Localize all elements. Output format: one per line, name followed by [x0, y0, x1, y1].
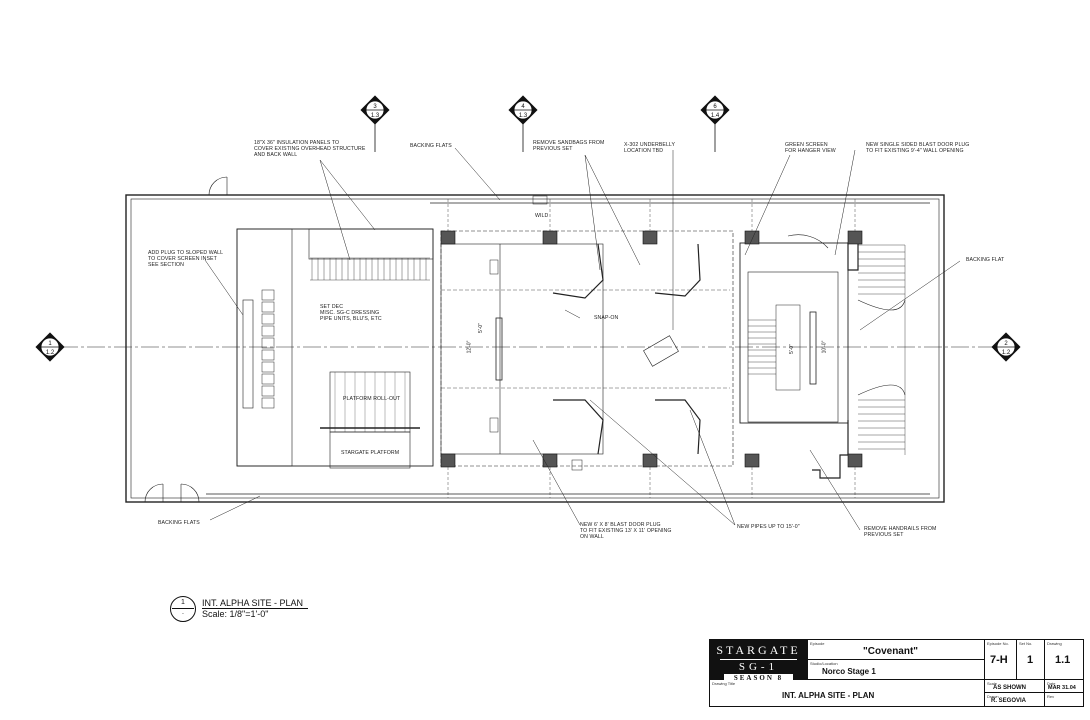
note-set-dec: SET DEC MISC. SG-C DRESSING PIPE UNITS, … [320, 304, 382, 322]
drawn-label: Drawn [987, 694, 999, 699]
set-no-cell: Set No. 1 [1017, 640, 1045, 680]
drawing-no-value: 1.1 [1055, 654, 1071, 666]
label-stargate-platform: STARGATE PLATFORM [341, 450, 400, 456]
drawing-no-label: Drawing [1047, 641, 1062, 646]
drawing-title-label: Drawing Title [712, 681, 736, 686]
drawing-no-cell: Drawing 1.1 [1045, 640, 1083, 680]
note-insulation: 18"X 36" INSULATION PANELS TO COVER EXIS… [254, 140, 366, 158]
grid-bubble-top-3-num: 3 [373, 104, 377, 110]
grid-bubble-left [35, 332, 65, 362]
scale-value: AS SHOWN [993, 685, 1026, 691]
right-set-area [739, 242, 849, 424]
grid-bubble-top-3-ref: 1.3 [371, 113, 380, 119]
set-no-value: 1 [1027, 654, 1034, 666]
studio-value: Norco Stage 1 [822, 667, 876, 676]
grid-bubble-top-6 [700, 95, 730, 152]
logo-line-3: SEASON 8 [724, 674, 793, 682]
note-blast-door-plug-single: NEW SINGLE SIDED BLAST DOOR PLUG TO FIT … [866, 142, 970, 154]
drawing-title-value: INT. ALPHA SITE - PLAN [782, 691, 875, 700]
scale-cell: Scale AS SHOWN [985, 680, 1045, 693]
stargate-platform [329, 431, 411, 469]
grid-bubble-right-num: 2 [1004, 341, 1008, 347]
episode-no-value: 7-H [990, 654, 1008, 666]
date-label: Date [1047, 681, 1056, 686]
note-new-pipes: NEW PIPES UP TO 15'-0" [737, 524, 800, 530]
view-title-scale: Scale: 1/8"=1'-0" [202, 609, 269, 619]
view-title-text: INT. ALPHA SITE - PLAN [202, 598, 304, 608]
note-wild: WILD [535, 213, 549, 219]
dimension-1: 5'-0" [477, 323, 484, 333]
note-blast-door-plug-new: NEW 6' X 8' BLAST DOOR PLUG TO FIT EXIST… [580, 522, 672, 540]
episode-no-label: Episode No. [987, 641, 1009, 646]
studio-cell: Studio/Location Norco Stage 1 [807, 660, 985, 680]
logo-line-1: STARGATE [716, 643, 801, 657]
grid-bubble-top-4-ref: 1.3 [519, 113, 528, 119]
logo-line-2: SG-1 [738, 661, 779, 673]
grid-bubble-left-num: 1 [48, 341, 52, 347]
view-title-bubble: 1 - [170, 596, 196, 622]
dimension-4: 10'-0" [821, 340, 828, 354]
grid-bubble-left-ref: 1.2 [46, 350, 55, 356]
middle-set-area [440, 230, 734, 467]
label-platform-rollout: PLATFORM ROLL-OUT [343, 396, 401, 402]
grid-bubble-top-3 [360, 95, 390, 152]
grid-bubble-right [991, 332, 1021, 362]
drawn-cell: Drawn R. SEGOVIA [985, 693, 1045, 706]
grid-bubble-right-ref: 1.2 [1002, 350, 1011, 356]
note-snap-on: SNAP-ON [594, 315, 619, 321]
note-backing-flats-top: BACKING FLATS [410, 143, 452, 149]
dimension-2: 12'-0" [466, 340, 473, 354]
drawing-title-cell: Drawing Title INT. ALPHA SITE - PLAN [710, 680, 985, 706]
rev-cell: Rev [1045, 693, 1083, 706]
note-add-plug: ADD PLUG TO SLOPED WALL TO COVER SCREEN … [148, 250, 224, 268]
episode-no-cell: Episode No. 7-H [985, 640, 1017, 680]
drawn-value: R. SEGOVIA [991, 698, 1027, 704]
rev-label: Rev [1047, 694, 1055, 699]
grid-bubble-top-4 [508, 95, 538, 152]
note-remove-sandbags: REMOVE SANDBAGS FROM PREVIOUS SET [533, 140, 605, 152]
note-backing-flat-right: BACKING FLAT [966, 257, 1005, 263]
date-cell: Date MAR 31.04 [1045, 680, 1083, 693]
note-underbelly: X-302 UNDERBELLY LOCATION TBD [624, 142, 676, 154]
studio-label: Studio/Location [810, 661, 838, 666]
note-backing-flats-bottom: BACKING FLATS [158, 520, 200, 526]
episode-label: Episode [810, 641, 825, 646]
note-green-screen: GREEN SCREEN FOR HANGER VIEW [785, 142, 836, 154]
grid-bubble-top-6-ref: 1.4 [711, 113, 720, 119]
dimension-3: 5'-0" [788, 344, 795, 354]
view-title-sheet: - [182, 611, 184, 617]
date-value: MAR 31.04 [1048, 685, 1076, 691]
title-block: STARGATE SG-1 SEASON 8 Episode "Covenant… [709, 639, 1084, 707]
episode-cell: Episode "Covenant" [807, 640, 985, 660]
building-outline [125, 194, 945, 503]
episode-value: "Covenant" [863, 646, 919, 657]
grid-bubble-top-4-num: 4 [521, 104, 525, 110]
view-title-number: 1 [181, 599, 185, 606]
scale-label: Scale [987, 681, 998, 686]
platform-rollout [329, 371, 411, 433]
stargate-logo: STARGATE SG-1 SEASON 8 [710, 640, 807, 682]
set-no-label: Set No. [1019, 641, 1033, 646]
note-remove-handrails: REMOVE HANDRAILS FROM PREVIOUS SET [864, 526, 937, 538]
grid-bubble-top-6-num: 6 [713, 104, 717, 110]
